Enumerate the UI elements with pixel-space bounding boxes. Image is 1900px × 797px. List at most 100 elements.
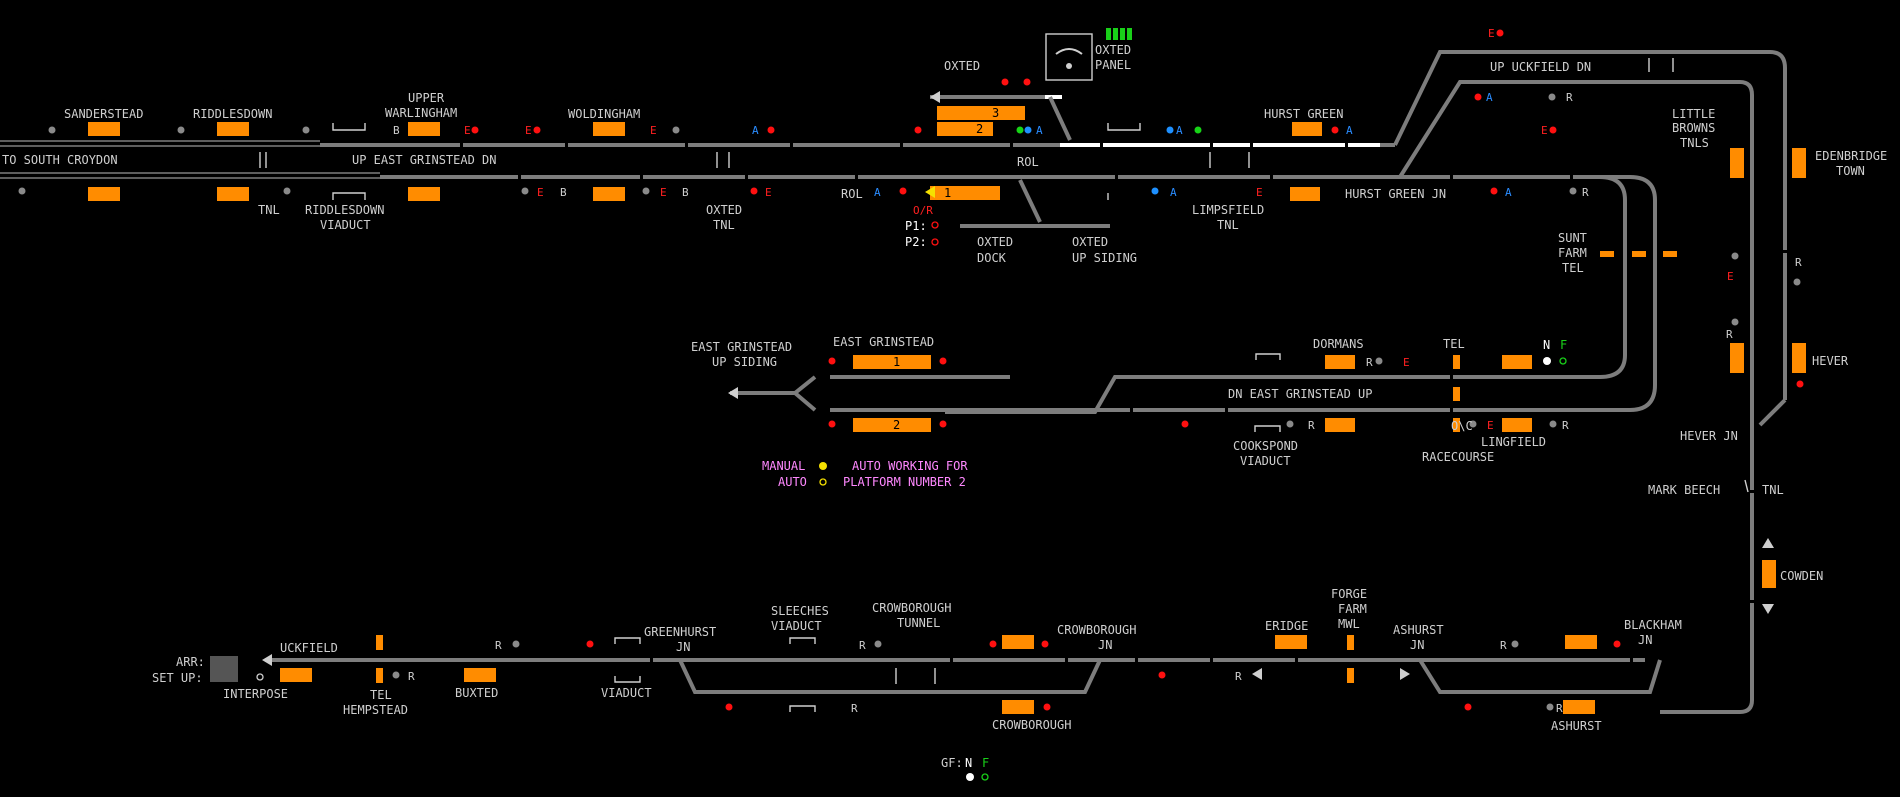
signal-woldingham-dn	[642, 187, 650, 195]
svg-text:R: R	[408, 670, 415, 683]
label-tnls: TNLS	[1680, 136, 1709, 150]
svg-text:1: 1	[893, 355, 900, 369]
signal-greenhurst-dn	[725, 703, 733, 711]
uckfield-lower-loop-1	[678, 659, 1102, 694]
signals[interactable]	[18, 29, 1804, 711]
berth-hever-dn	[1730, 343, 1744, 373]
auto-working-legend: MANUAL AUTO AUTO WORKING FOR PLATFORM NU…	[762, 459, 968, 489]
label-limpsfield-tnl: TNL	[1217, 218, 1239, 232]
gf-indicator: GF: N F	[941, 756, 989, 770]
svg-text:ARR:: ARR:	[176, 655, 205, 669]
signal-ashurst-jn-r	[1511, 640, 1519, 648]
svg-text:R: R	[859, 639, 866, 652]
label-hever-jn: HEVER JN	[1680, 429, 1738, 443]
svg-text:E: E	[1727, 270, 1734, 283]
label-ashurst-jn-2: JN	[1410, 638, 1424, 652]
signal-oxted-tnl-a	[767, 126, 775, 134]
signal-limpsfield-a	[1151, 187, 1159, 195]
berth-eridge	[1275, 635, 1307, 649]
berth-eg-platform-1	[853, 355, 931, 369]
panel-status-bars	[1106, 28, 1132, 40]
berth-tel-dn-2	[1453, 418, 1460, 432]
berth-tel-hempstead-2	[376, 668, 383, 683]
signal-oxted-plat2-a	[914, 126, 922, 134]
label-warlingham: WARLINGHAM	[385, 106, 457, 120]
label-viaduct: VIADUCT	[601, 686, 652, 700]
svg-text:2: 2	[976, 122, 983, 136]
svg-text:E: E	[464, 124, 471, 137]
label-woldingham: WOLDINGHAM	[568, 107, 640, 121]
label-lingfield: LINGFIELD	[1481, 435, 1546, 449]
label-sleeches: SLEECHES	[771, 604, 829, 618]
berth-hurst-green	[1292, 122, 1322, 136]
label-dn-east-grinstead-up: DN EAST GRINSTEAD UP	[1228, 387, 1373, 401]
labels: SANDERSTEAD RIDDLESDOWN UPPER WARLINGHAM…	[2, 43, 1887, 733]
signal-riddlesdown-dn	[283, 187, 291, 195]
berth-ids: 3 2 1 1 2	[893, 106, 999, 432]
signal-oxted-plat2-b	[1016, 126, 1024, 134]
berth-eg-platform-2	[853, 418, 931, 432]
label-racecourse: RACECOURSE	[1422, 450, 1494, 464]
uckfield-branch-up	[1393, 50, 1787, 400]
label-interpose: INTERPOSE	[223, 687, 288, 701]
label-riddlesdown-viaduct-2: VIADUCT	[320, 218, 371, 232]
label-sleeches-viaduct: VIADUCT	[771, 619, 822, 633]
label-greenhurst: GREENHURST	[644, 625, 716, 639]
svg-text:E: E	[765, 186, 772, 199]
label-upper: UPPER	[408, 91, 445, 105]
label-cookspond: COOKSPOND	[1233, 439, 1298, 453]
label-crowborough-tunnel-2: TUNNEL	[897, 616, 940, 630]
berth-lingfield-dn	[1502, 418, 1532, 432]
signal-oxted-green	[1194, 126, 1202, 134]
label-east-grinstead: EAST GRINSTEAD	[833, 335, 934, 349]
label-forge-farm: FARM	[1338, 602, 1367, 616]
svg-text:R: R	[1582, 186, 1589, 199]
svg-text:B: B	[682, 186, 689, 199]
uckfield-lower-loop-2	[1418, 658, 1662, 694]
label-little: LITTLE	[1672, 107, 1715, 121]
svg-text:E: E	[1256, 186, 1263, 199]
svg-text:1: 1	[944, 186, 951, 200]
signal-hurst-green	[1331, 126, 1339, 134]
svg-text:B: B	[560, 186, 567, 199]
berth-woldingham-up	[593, 122, 625, 136]
signal-cookspond-r	[1286, 420, 1294, 428]
signal-eg-p1-west	[828, 357, 836, 365]
label-blackham: BLACKHAM	[1624, 618, 1682, 632]
label-p1: P1:	[905, 219, 927, 233]
label-browns: BROWNS	[1672, 121, 1715, 135]
interpose-panel[interactable]: ARR: SET UP:	[152, 655, 205, 685]
berth-tel-hempstead-1	[376, 635, 383, 650]
signal-tel-hempstead-r	[392, 671, 400, 679]
signal-woldingham-e2	[672, 126, 680, 134]
signal-ashurst-dn-2	[1546, 703, 1554, 711]
svg-text:F: F	[982, 756, 989, 770]
berth-uckfield	[280, 668, 312, 682]
signal-crowborough-dn	[1043, 703, 1051, 711]
oxted-panel-icon[interactable]	[1045, 33, 1093, 81]
label-up-east-grinstead-dn: UP EAST GRINSTEAD DN	[352, 153, 497, 167]
berth-sunt-farm-1	[1600, 251, 1614, 257]
signal-uckfield-r	[1548, 93, 1556, 101]
svg-text:E: E	[1403, 356, 1410, 369]
berth-oxted-platform-2	[937, 122, 993, 136]
signal-hever-e	[1793, 278, 1801, 286]
oxted-link-2	[1018, 179, 1042, 223]
eg-branch-dn	[1095, 175, 1657, 412]
label-tnl: TNL	[258, 203, 280, 217]
svg-text:MANUAL: MANUAL	[762, 459, 805, 473]
train-describer-berths[interactable]	[88, 106, 1806, 714]
svg-text:R: R	[1726, 328, 1733, 341]
berth-forge-farm-2	[1347, 668, 1354, 683]
label-rol-up: ROL	[1017, 155, 1039, 169]
svg-text:R: R	[1566, 91, 1573, 104]
label-cowden: COWDEN	[1780, 569, 1823, 583]
signal-hever-up	[1796, 380, 1804, 388]
label-oxted-panel-1: OXTED	[1095, 43, 1131, 57]
svg-text:R: R	[1308, 419, 1315, 432]
label-sunt: SUNT	[1558, 231, 1587, 245]
signal-crowborough-up-2	[1041, 640, 1049, 648]
berth-sanderstead-dn	[88, 187, 120, 201]
signal-oxted-orange	[1001, 78, 1009, 86]
